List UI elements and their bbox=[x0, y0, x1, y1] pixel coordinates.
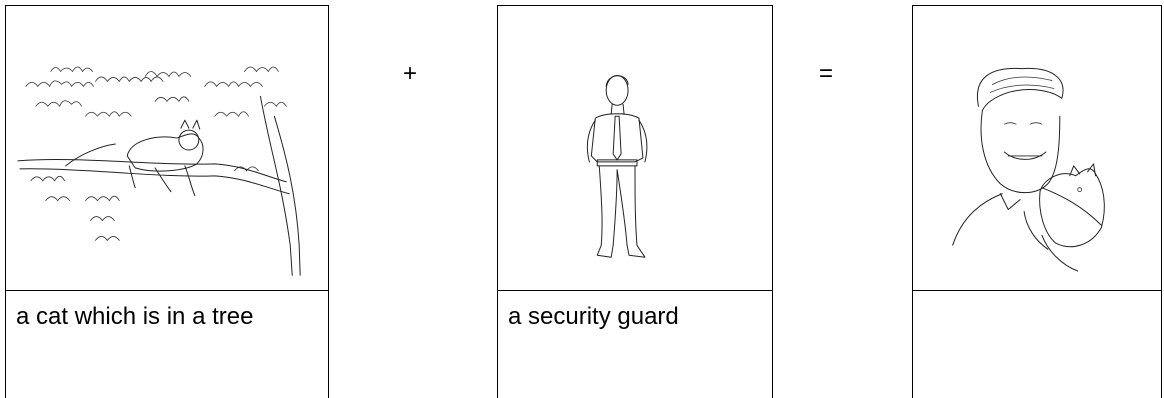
cat-in-tree-image bbox=[6, 6, 328, 291]
man-holding-cat-sketch bbox=[913, 6, 1161, 290]
man-holding-cat-image bbox=[913, 6, 1161, 291]
security-guard-image bbox=[498, 6, 772, 291]
panel-caption: a security guard bbox=[508, 294, 766, 339]
panel-security-guard: a security guard bbox=[497, 5, 773, 398]
panel-cat-in-tree: a cat which is in a tree bbox=[5, 5, 329, 398]
plus-sign: + bbox=[403, 62, 417, 86]
panel-result bbox=[912, 5, 1162, 398]
equals-sign: = bbox=[819, 62, 833, 86]
cat-in-tree-sketch bbox=[6, 6, 328, 290]
panel-caption: a cat which is in a tree bbox=[16, 294, 322, 339]
security-guard-sketch bbox=[498, 6, 772, 290]
